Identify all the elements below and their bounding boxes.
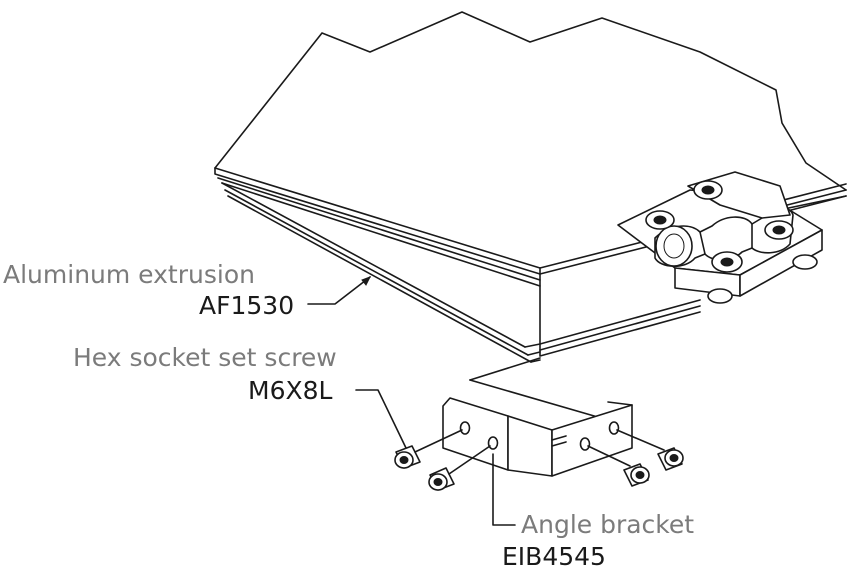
set-screws — [394, 429, 684, 491]
hinge — [617, 171, 823, 304]
label-extrusion-code: AF1530 — [199, 291, 295, 320]
label-screw-code: M6X8L — [248, 376, 333, 405]
angle-bracket — [442, 357, 633, 477]
label-bracket-code: EIB4545 — [502, 542, 606, 571]
set-screw-4 — [616, 429, 684, 471]
set-screw-3 — [587, 445, 650, 487]
leader-lines — [307, 276, 516, 526]
set-screw-1 — [394, 429, 463, 469]
label-extrusion-name: Aluminum extrusion — [3, 260, 255, 289]
label-screw-name: Hex socket set screw — [73, 343, 337, 372]
panel — [214, 11, 847, 363]
label-bracket-name: Angle bracket — [521, 510, 695, 539]
set-screw-2 — [428, 445, 491, 491]
